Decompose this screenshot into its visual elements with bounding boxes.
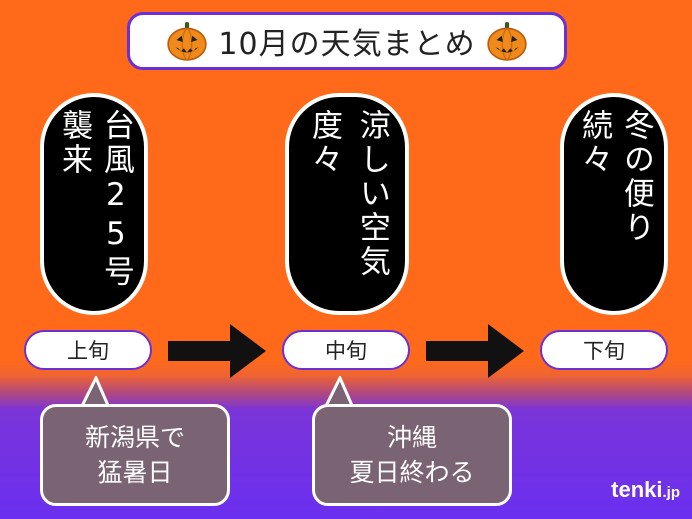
logo-main: tenki	[611, 477, 663, 502]
period-label-early: 上旬	[24, 330, 152, 370]
pumpkin-icon	[486, 22, 527, 61]
arrow-right-icon	[426, 324, 524, 378]
note-bubble-early: 新潟県で 猛暑日	[40, 404, 230, 506]
pill-text-late: 冬の便り続々	[576, 109, 654, 245]
pill-late-october: 冬の便り続々	[560, 93, 668, 315]
tenki-logo: tenki.jp	[611, 477, 680, 503]
note-early-line2: 猛暑日	[97, 458, 173, 487]
pill-text-mid-line1: 涼しい空気	[353, 109, 390, 279]
bubble-tail	[322, 376, 356, 410]
note-bubble-mid: 沖縄 夏日終わる	[312, 404, 512, 506]
logo-suffix: .jp	[662, 484, 681, 501]
page-title: 10月の天気まとめ	[218, 27, 476, 62]
title-banner: 10月の天気まとめ	[127, 12, 567, 70]
pill-mid-october: 涼しい空気 度々	[285, 93, 409, 315]
note-early-line1: 新潟県で	[84, 423, 185, 452]
period-label-mid: 中旬	[282, 330, 410, 370]
pill-text-mid-line2: 度々	[306, 109, 342, 177]
pumpkin-icon	[167, 22, 208, 61]
bubble-tail	[78, 376, 112, 410]
arrow-right-icon	[168, 324, 266, 378]
note-mid-line2: 夏日終わる	[349, 458, 475, 487]
pill-text-early: 台風25号襲来	[56, 109, 134, 289]
note-mid-line1: 沖縄	[386, 423, 437, 452]
period-label-late: 下旬	[540, 330, 668, 370]
pill-early-october: 台風25号襲来	[40, 93, 148, 315]
